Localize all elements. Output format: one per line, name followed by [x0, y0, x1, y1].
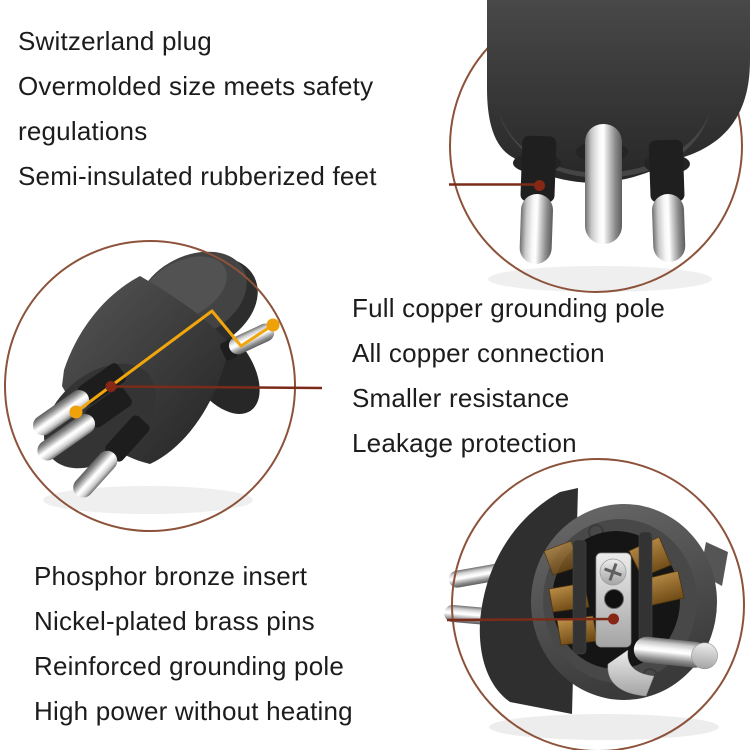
plug-pin-left	[519, 135, 557, 264]
feature-block-bottom-left: Phosphor bronze insert Nickel-plated bra…	[34, 554, 353, 734]
feature-line-high-power: High power without heating	[34, 696, 353, 726]
plug-pin-middle	[37, 387, 133, 461]
feature-line-reinforced-pole: Reinforced grounding pole	[34, 651, 344, 681]
pin-nickel-tip	[33, 390, 90, 436]
photo-shadow	[43, 486, 253, 514]
cavity-rib-right	[638, 531, 653, 653]
pin-shaft	[633, 636, 708, 668]
plug-pin-center	[585, 124, 622, 244]
photo-frame-circle	[451, 458, 745, 750]
feature-block-middle-right: Full copper grounding pole All copper co…	[352, 286, 665, 466]
feature-line-overmolded: Overmolded size meets safety	[18, 71, 374, 101]
feature-line-rubberized-feet: Semi-insulated rubberized feet	[18, 161, 377, 191]
feature-line-grounding-pole: Full copper grounding pole	[352, 293, 666, 323]
feature-line-smaller-resistance: Smaller resistance	[352, 383, 570, 413]
callout-line-bronze-insert	[446, 617, 614, 622]
photo-plug-socket-view	[444, 458, 745, 750]
pin-nickel-tip	[652, 194, 686, 262]
pin-insulated-sleeve	[520, 135, 557, 203]
strip-hole	[604, 589, 624, 609]
photo-swiss-plug-pins	[449, 0, 750, 293]
callout-dot-rubberized-feet	[534, 180, 545, 191]
photo-plug-side-view	[4, 240, 323, 532]
pin-nickel-tip	[519, 194, 553, 264]
screw-cross-slot	[604, 563, 622, 581]
photo-frame-circle	[449, 0, 743, 293]
plug-pin-lower	[73, 415, 150, 498]
callout-dot-bronze-insert	[608, 613, 619, 625]
reinforced-grounding-pin	[633, 636, 718, 670]
callout-dot-copper-connection	[105, 381, 117, 392]
photo-frame-circle	[4, 240, 296, 532]
grounding-path-highlight-line	[75, 309, 274, 414]
feature-block-top-left: Switzerland plug Overmolded size meets s…	[18, 19, 377, 199]
plug-pin-right	[648, 139, 686, 262]
pin-insulated-sleeve	[648, 139, 685, 203]
pin-nickel-tip	[37, 414, 96, 461]
callout-line-copper-connection	[110, 385, 323, 390]
plug-body	[487, 0, 750, 183]
grounding-path-dot-pole	[266, 318, 280, 332]
feature-line-leakage-protection: Leakage protection	[352, 428, 577, 458]
pin-cap	[691, 642, 718, 670]
pin-insulated-sleeve	[85, 387, 133, 428]
pin-insulated-sleeve	[77, 363, 127, 405]
cavity-rib-left	[572, 539, 587, 655]
pin-insulated-sleeve	[105, 415, 150, 462]
photo-shadow	[488, 266, 712, 292]
feature-line-copper-connection: All copper connection	[352, 338, 605, 368]
feature-line-bronze-insert: Phosphor bronze insert	[34, 561, 308, 591]
pin-nickel-tip	[73, 450, 118, 498]
grounding-path-dot-pin	[69, 405, 83, 419]
plug-pin-upper	[33, 363, 127, 436]
grounding-bracket	[607, 649, 655, 697]
feature-line-switzerland-plug: Switzerland plug	[18, 26, 212, 56]
photo-shadow	[489, 714, 719, 740]
feature-line-brass-pins: Nickel-plated brass pins	[34, 606, 315, 636]
feature-line-regulations: regulations	[18, 116, 148, 146]
